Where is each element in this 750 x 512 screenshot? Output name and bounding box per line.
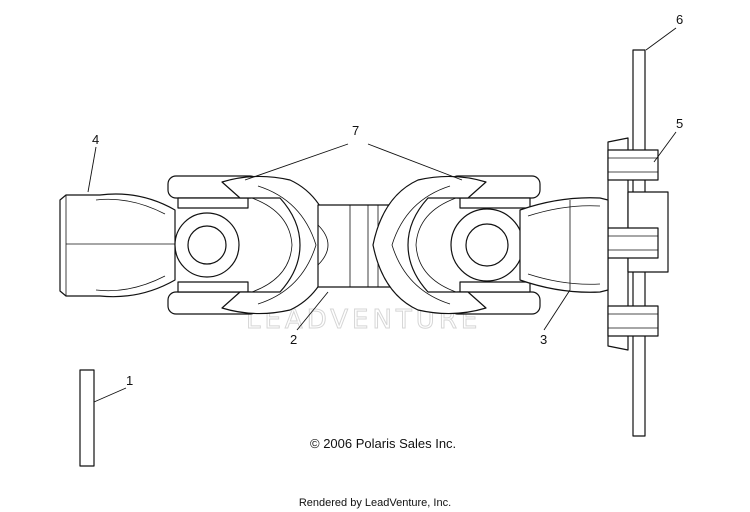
leader-lines: [87, 27, 677, 403]
spacer-bar: [79, 369, 95, 467]
copyright-text: © 2006 Polaris Sales Inc.: [310, 436, 456, 451]
callout-5: 5: [676, 116, 683, 131]
bolt-group: [607, 137, 669, 351]
left-yoke: [59, 193, 176, 298]
callout-4: 4: [92, 132, 99, 147]
callout-7: 7: [352, 123, 359, 138]
right-u-joint: [372, 175, 541, 315]
callout-1: 1: [126, 373, 133, 388]
callout-3: 3: [540, 332, 547, 347]
left-u-joint: [167, 175, 336, 315]
footer-text: Rendered by LeadVenture, Inc.: [299, 497, 451, 509]
callout-6: 6: [676, 12, 683, 27]
right-yoke: [519, 197, 609, 293]
callout-2: 2: [290, 332, 297, 347]
